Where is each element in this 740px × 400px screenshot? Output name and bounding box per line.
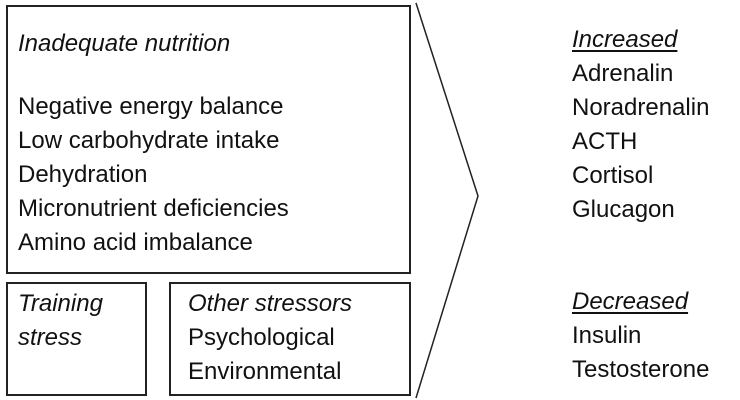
training-stress-label: Training stress: [18, 287, 103, 355]
increased-item: Cortisol: [572, 162, 654, 189]
nutrition-item: Low carbohydrate intake: [18, 127, 280, 154]
decreased-item: Testosterone: [572, 356, 710, 383]
decreased-heading: Decreased: [572, 288, 689, 315]
nutrition-item-list: Negative energy balance Low carbohydrate…: [18, 90, 289, 260]
nutrition-item: Amino acid imbalance: [18, 229, 253, 256]
increased-heading: Increased: [572, 26, 678, 53]
increased-item: Noradrenalin: [572, 94, 710, 121]
training-stress-box: Training stress: [6, 282, 147, 396]
other-stressor-item: Psychological: [188, 324, 335, 351]
decreased-hormones-list: Decreased Insulin Testosterone: [572, 285, 709, 387]
inadequate-nutrition-box: Inadequate nutrition Negative energy bal…: [6, 5, 411, 274]
nutrition-item: Dehydration: [18, 161, 148, 188]
other-stressors-box: Other stressors Psychological Environmen…: [169, 282, 411, 396]
nutrition-item: Negative energy balance: [18, 93, 284, 120]
increased-item: Glucagon: [572, 196, 675, 223]
training-stress-line: stress: [18, 324, 83, 351]
increased-hormones-list: Increased Adrenalin Noradrenalin ACTH Co…: [572, 23, 709, 227]
training-stress-line: Training: [18, 290, 103, 317]
increased-item: Adrenalin: [572, 60, 674, 87]
other-stressor-item: Environmental: [188, 358, 342, 385]
inadequate-nutrition-heading: Inadequate nutrition: [18, 30, 231, 57]
nutrition-item: Micronutrient deficiencies: [18, 195, 289, 222]
other-stressors-list: Other stressors Psychological Environmen…: [188, 287, 352, 389]
decreased-item: Insulin: [572, 322, 642, 349]
increased-item: ACTH: [572, 128, 638, 155]
other-stressors-heading: Other stressors: [188, 290, 353, 317]
